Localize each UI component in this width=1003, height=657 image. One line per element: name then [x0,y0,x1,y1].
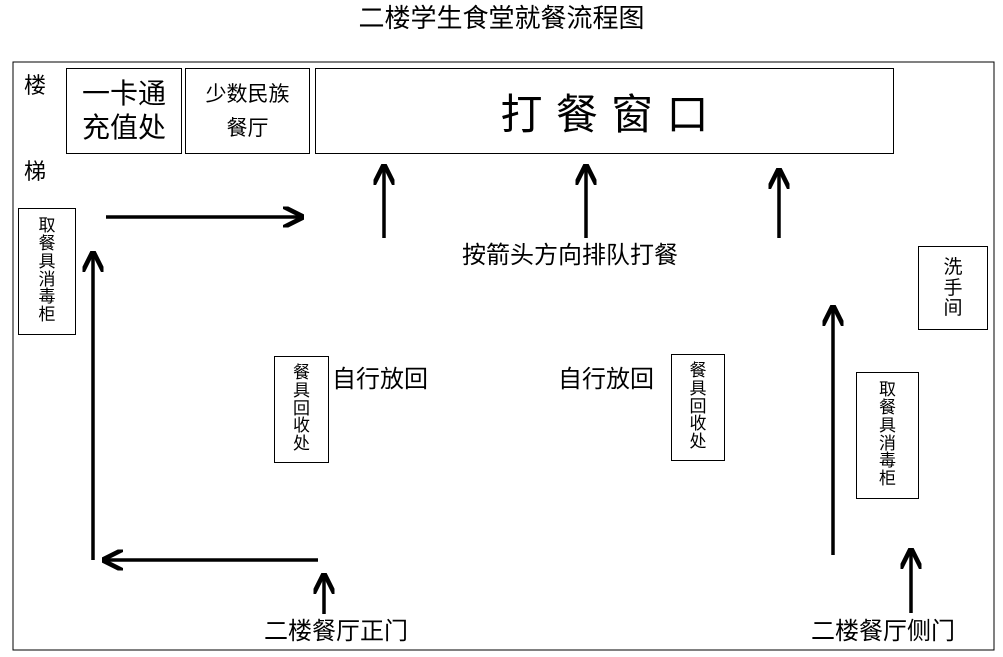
stairs-label: 楼 梯 [24,74,50,194]
vertical-char: 餐 [293,362,310,383]
floor-frame [12,61,995,651]
vertical-char: 消 [879,433,896,454]
side-door-label: 二楼餐厅侧门 [811,614,955,648]
queue-instruction: 按箭头方向排队打餐 [462,241,678,269]
vertical-char: 具 [293,380,310,401]
vertical-char: 收 [293,416,310,437]
vertical-char: 餐 [38,233,56,254]
self-return-left: 自行放回 [332,365,428,393]
minority-restaurant-box: 少数民族 餐厅 [185,68,310,154]
vertical-char: 取 [38,215,56,236]
vertical-char: 消 [38,269,56,290]
vertical-char: 回 [689,396,707,417]
handwash-box: 洗手间 [918,246,988,330]
vertical-char: 收 [689,414,707,435]
minority-line1: 少数民族 [205,82,290,106]
serving-window-label: 打 餐 窗 口 [500,89,709,139]
vertical-char: 洗 [943,255,963,278]
stairs-char: 楼 [24,74,47,99]
vertical-char: 毒 [879,451,896,472]
card-topup-line2: 充值处 [81,111,166,144]
vertical-char: 毒 [38,287,56,308]
right-disinfection-cabinet: 取餐具消毒柜 [856,372,919,499]
vertical-char: 间 [943,297,963,320]
vertical-char: 柜 [879,469,896,490]
vertical-char: 处 [293,434,310,455]
vertical-char: 处 [689,432,707,453]
right-tableware-return: 餐具回收处 [671,354,725,461]
vertical-char: 餐 [879,397,896,418]
card-topup-line1: 一卡通 [81,77,166,110]
diagram-title: 二楼学生食堂就餐流程图 [358,4,645,34]
vertical-char: 具 [879,415,896,436]
minority-line2: 餐厅 [226,116,269,140]
self-return-right: 自行放回 [558,365,654,393]
vertical-char: 具 [689,378,707,399]
vertical-char: 具 [38,251,56,272]
serving-window-box: 打 餐 窗 口 [315,68,894,154]
left-disinfection-cabinet: 取餐具消毒柜 [18,208,76,335]
vertical-char: 手 [943,276,963,299]
left-tableware-return: 餐具回收处 [274,356,329,463]
vertical-char: 餐 [689,360,707,381]
main-door-label: 二楼餐厅正门 [264,614,408,648]
vertical-char: 回 [293,398,310,419]
card-topup-box: 一卡通 充值处 [66,68,182,154]
stairs-char: 梯 [24,160,47,185]
vertical-char: 取 [879,379,896,400]
vertical-char: 柜 [38,305,56,326]
